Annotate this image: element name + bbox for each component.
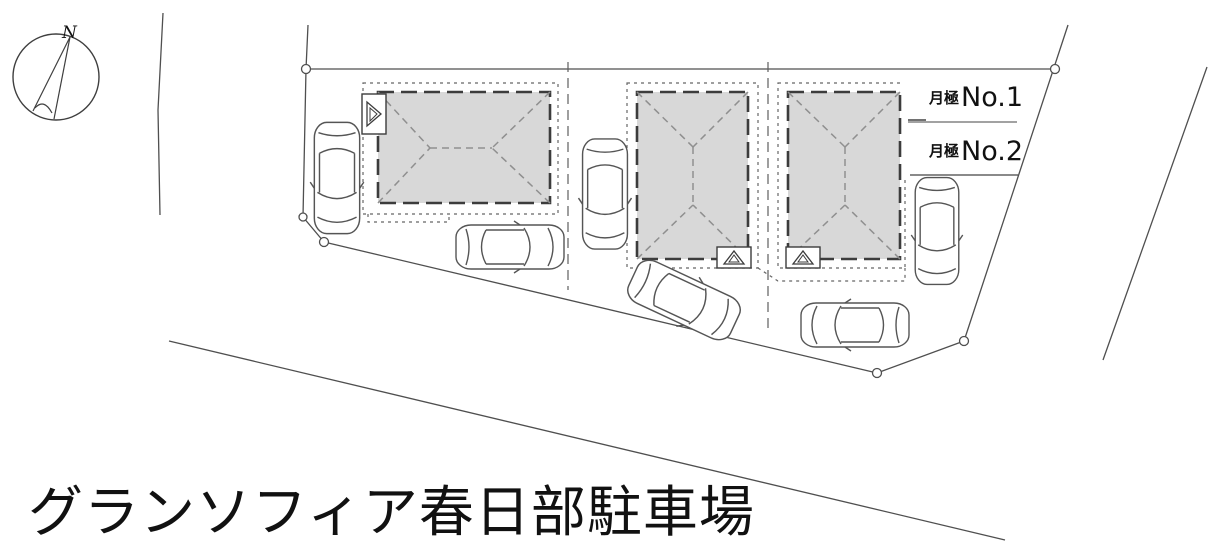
parking-outline-1-extension <box>367 214 450 223</box>
legend-row-1-box <box>903 73 1042 122</box>
parking-outline-3-extension <box>757 267 906 282</box>
road-edge-left <box>157 12 164 216</box>
site-boundary <box>302 24 1054 374</box>
car-2 <box>577 138 633 250</box>
building-1-footprint <box>376 90 552 205</box>
road-edge-right <box>1102 66 1208 361</box>
building-3-entrance-marker <box>785 246 821 269</box>
survey-points <box>298 63 1061 379</box>
building-2-entrance-marker <box>716 246 752 269</box>
boundary-bottom-long <box>323 241 878 374</box>
survey-point <box>1049 63 1061 75</box>
building-2 <box>635 90 752 269</box>
entrance-triangle-icon <box>366 100 382 128</box>
car-6 <box>910 176 964 286</box>
compass-north-label: N <box>61 23 78 43</box>
boundary-right <box>963 24 1069 342</box>
building-3 <box>785 90 902 269</box>
legend-row-2-label: 月極No.2 <box>928 136 1023 167</box>
survey-point <box>300 63 312 75</box>
building-1 <box>361 90 552 205</box>
building-3-footprint <box>786 90 902 261</box>
legend: 月極No.1 月極No.2 <box>903 24 1069 342</box>
space-separators <box>567 62 769 333</box>
survey-point <box>958 335 970 347</box>
car-1 <box>309 121 365 235</box>
road-lines <box>157 12 1208 541</box>
building-1-entrance-marker <box>361 93 387 135</box>
car-3 <box>455 220 565 274</box>
survey-point <box>298 212 308 222</box>
survey-point <box>318 236 330 248</box>
car-5 <box>800 298 910 352</box>
compass-circle <box>12 33 100 121</box>
building-1-roof-lines <box>377 91 551 204</box>
compass-needle-icon <box>32 36 71 120</box>
parking-outline-1 <box>362 82 559 215</box>
entrance-triangle-icon <box>791 249 815 265</box>
entrance-triangle-icon <box>722 249 746 265</box>
boundary-bottom-right <box>876 340 965 374</box>
north-compass: N <box>12 23 100 121</box>
survey-point <box>871 367 883 379</box>
page-title: グランソフィア春日部駐車場 <box>28 480 755 544</box>
legend-row-2-box <box>903 122 1038 176</box>
road-edge-bottom <box>168 340 1006 541</box>
legend-row-1-label: 月極No.1 <box>928 82 1023 113</box>
boundary-left <box>302 24 325 243</box>
